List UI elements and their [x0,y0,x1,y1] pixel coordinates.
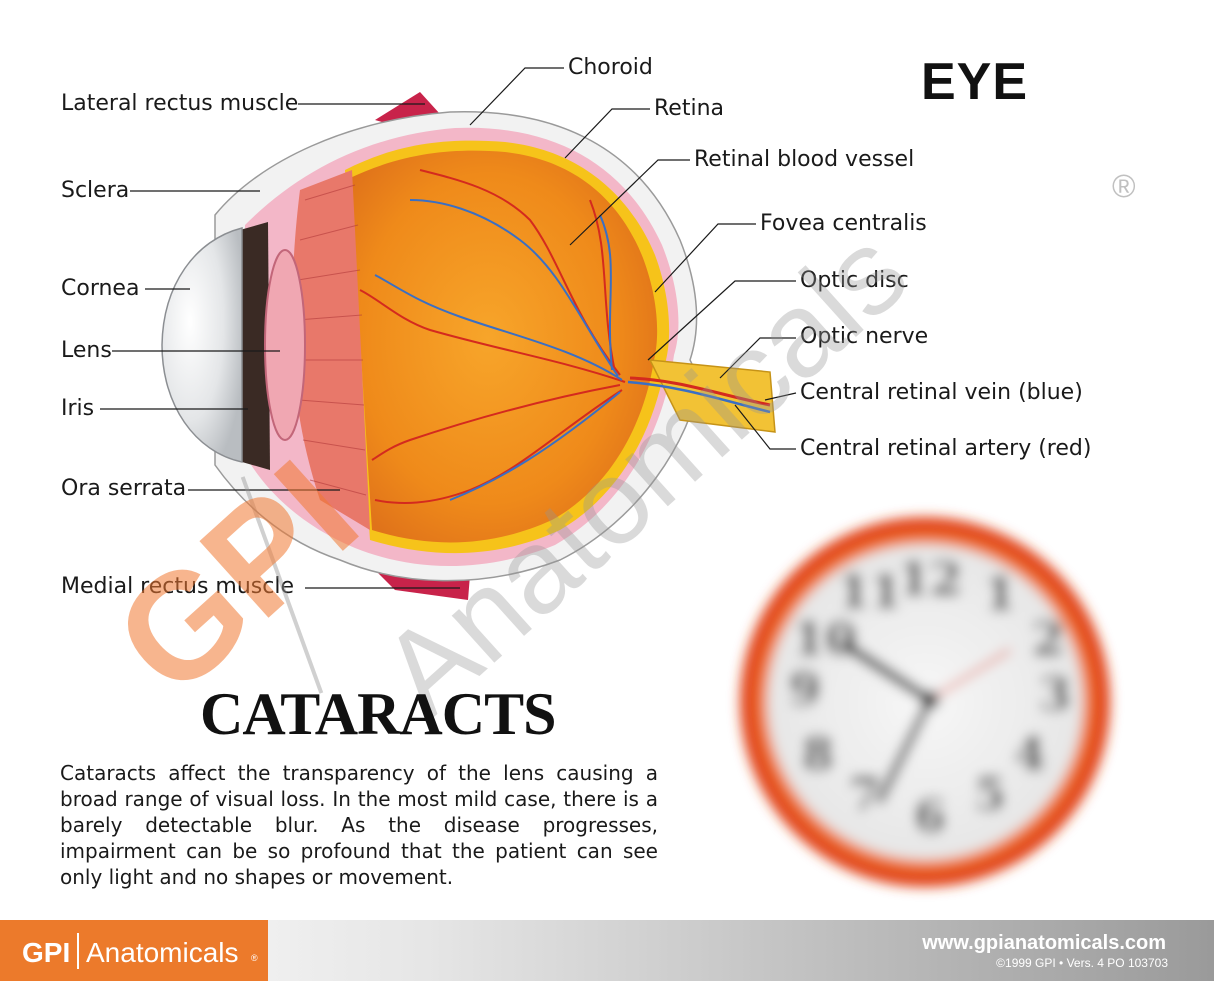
central-retinal-artery [629,376,771,407]
footer-logo-registered-mark: ® [251,953,258,963]
label-retinal-blood-vessel: Retinal blood vessel [694,147,915,172]
label-choroid: Choroid [568,55,653,80]
label-lateral-rectus-muscle: Lateral rectus muscle [61,91,299,116]
label-central-retinal-vein: Central retinal vein (blue) [800,380,1083,405]
footer-copyright: ©1999 GPI • Vers. 4 PO 103703 [996,956,1168,970]
label-optic-disc: Optic disc [800,268,909,293]
vitreous-body [350,150,658,543]
clock-number-5: 5 [974,767,1006,821]
label-optic-nerve: Optic nerve [800,324,929,349]
page-title: EYE [921,53,1029,111]
label-central-retinal-artery: Central retinal artery (red) [800,436,1092,461]
label-fovea-centralis: Fovea centralis [760,211,927,236]
central-retinal-vein [627,380,771,414]
label-retina: Retina [654,96,724,121]
clock-number-9: 9 [789,662,821,716]
ciliary-body [292,170,370,530]
clock-number-3: 3 [1039,667,1071,721]
blurred-clock: 12 1 2 3 4 5 6 7 8 9 10 11 [740,517,1110,887]
iris [240,222,270,470]
footer-logo-divider [77,933,79,969]
clock-center [921,691,939,709]
label-ora-serrata: Ora serrata [61,476,187,501]
section-body: Cataracts affect the transparency of the… [60,761,658,889]
clock-number-8: 8 [802,727,834,781]
footer-website-link[interactable]: www.gpianatomicals.com [922,932,1166,954]
ciliary-stripes [296,184,367,496]
lens [264,249,306,441]
clock-numbers: 12 1 2 3 4 5 6 7 8 9 10 11 [789,552,1071,843]
label-iris: Iris [61,396,95,421]
clock-number-2: 2 [1032,612,1064,666]
clock-number-4: 4 [1014,727,1046,781]
clock-second-hand [929,648,1011,702]
label-medial-rectus-muscle: Medial rectus muscle [61,574,294,599]
footer-logo-gpi: GPI [22,937,71,968]
clock-number-6: 6 [914,789,946,843]
clock-number-11: 11 [838,565,902,619]
footer-logo-anatomicals: Anatomicals [86,937,239,968]
cornea [161,227,243,463]
clock-hour-hand [840,640,935,705]
clock-number-1: 1 [984,567,1016,621]
clock-number-7: 7 [849,767,881,821]
section-heading: CATARACTS [200,681,556,747]
clock-minute-hand [876,696,934,804]
label-sclera: Sclera [61,178,130,203]
clock-number-10: 10 [793,612,857,666]
watermark-registered-mark: ® [1112,168,1136,204]
label-cornea: Cornea [61,276,140,301]
retinal-vessels [359,169,626,504]
label-lens: Lens [61,338,112,363]
clock-number-12: 12 [898,552,962,606]
footer: GPI Anatomicals ® www.gpianatomicals.com… [0,920,1214,981]
leader-lines [100,67,797,589]
footer-logo: GPI Anatomicals ® [0,920,268,981]
